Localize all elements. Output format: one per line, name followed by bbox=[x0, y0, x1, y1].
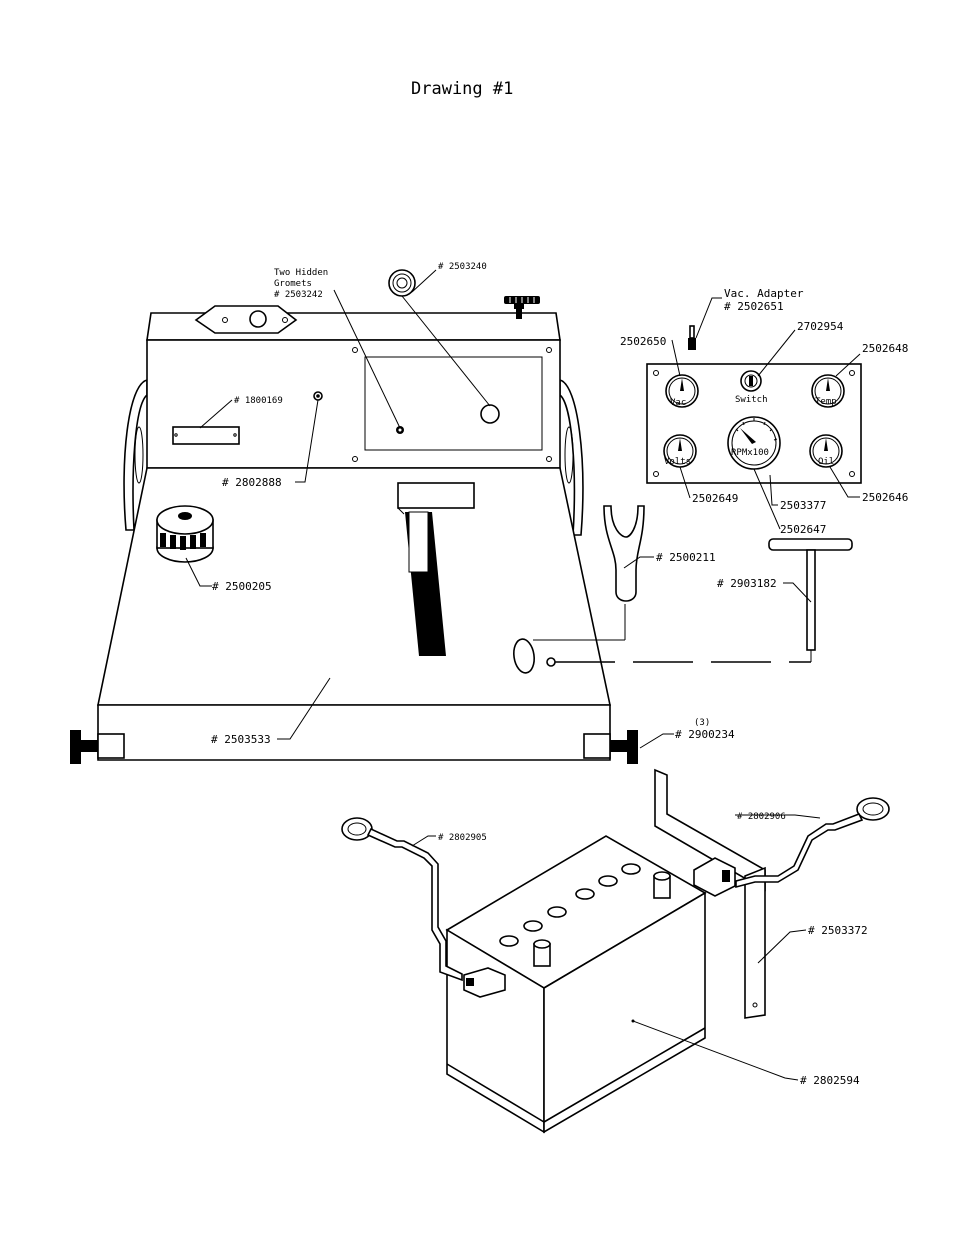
label-part-2500211: # 2500211 bbox=[656, 551, 716, 564]
label-part-2502650: 2502650 bbox=[620, 335, 666, 348]
label-hidden-gromets-line1: Two Hidden bbox=[274, 268, 328, 278]
label-part-2903182: # 2903182 bbox=[717, 577, 777, 590]
drawing-title: Drawing #1 bbox=[411, 79, 513, 99]
name-plate bbox=[172, 426, 240, 445]
right-foot bbox=[583, 730, 638, 764]
label-hidden-gromets-line2: Gromets bbox=[274, 279, 312, 289]
vac-gauge: Vac bbox=[665, 374, 699, 408]
label-part-2702954: 2702954 bbox=[797, 320, 844, 333]
fork-tool bbox=[603, 505, 645, 602]
rpm-gauge-label: RPMx100 bbox=[731, 448, 769, 458]
t-handle-tool bbox=[768, 538, 853, 651]
gauge-panel: Vac Switch Temp Volts RPM bbox=[646, 363, 862, 484]
label-part-2503240: # 2503240 bbox=[438, 262, 487, 272]
label-part-2802906: # 2802906 bbox=[737, 812, 786, 822]
label-vac-adapter: Vac. Adapter bbox=[724, 287, 804, 300]
right-handle bbox=[559, 378, 584, 536]
vac-adapter bbox=[688, 325, 696, 350]
temp-gauge-label: Temp bbox=[815, 397, 837, 407]
label-part-1800169: # 1800169 bbox=[234, 396, 283, 406]
label-part-2502648: 2502648 bbox=[862, 342, 908, 355]
label-part-2502647: 2502647 bbox=[780, 523, 826, 536]
volts-gauge-label: Volts bbox=[664, 457, 691, 467]
tester-cabinet bbox=[70, 269, 638, 764]
part-labels: Two Hidden Gromets # 2503242 # 2503240 #… bbox=[211, 262, 908, 1087]
label-part-2502649: 2502649 bbox=[692, 492, 738, 505]
label-quantity-3: (3) bbox=[694, 718, 710, 728]
label-part-2802905: # 2802905 bbox=[438, 833, 487, 843]
cabinet-base bbox=[97, 467, 611, 706]
oil-gauge-label: Oil bbox=[818, 457, 834, 467]
label-part-2802888: # 2802888 bbox=[222, 476, 282, 489]
label-part-2503372: # 2503372 bbox=[808, 924, 868, 937]
temp-gauge: Temp bbox=[811, 374, 845, 408]
label-part-2900234: # 2900234 bbox=[675, 728, 735, 741]
label-part-2500205: # 2500205 bbox=[212, 580, 272, 593]
cabinet-front-panel bbox=[146, 339, 561, 469]
label-part-2802594: # 2802594 bbox=[800, 1074, 860, 1087]
label-part-2502646: 2502646 bbox=[862, 491, 908, 504]
rpm-gauge: RPMx100 bbox=[727, 416, 781, 470]
label-part-2503377: 2503377 bbox=[780, 499, 826, 512]
lid-handle-plate bbox=[194, 305, 298, 334]
battery-bracket bbox=[654, 768, 766, 1019]
label-part-2502651: # 2502651 bbox=[724, 300, 784, 313]
left-handle bbox=[123, 378, 148, 531]
cable-coil bbox=[388, 269, 416, 297]
label-part-2503242: # 2503242 bbox=[274, 290, 323, 300]
volts-gauge: Volts bbox=[663, 434, 697, 468]
switch-label: Switch bbox=[735, 395, 768, 405]
oil-gauge: Oil bbox=[809, 434, 843, 468]
lid-knob bbox=[504, 296, 540, 319]
ignition-switch: Switch bbox=[735, 370, 768, 405]
battery-cable-negative bbox=[341, 817, 506, 998]
leader-lines bbox=[185, 269, 861, 1081]
left-foot bbox=[70, 730, 125, 764]
vac-gauge-label: Vac bbox=[670, 398, 686, 408]
timer-knob bbox=[156, 505, 214, 563]
battery-cable-positive bbox=[693, 797, 890, 897]
label-part-2503533: # 2503533 bbox=[211, 733, 271, 746]
